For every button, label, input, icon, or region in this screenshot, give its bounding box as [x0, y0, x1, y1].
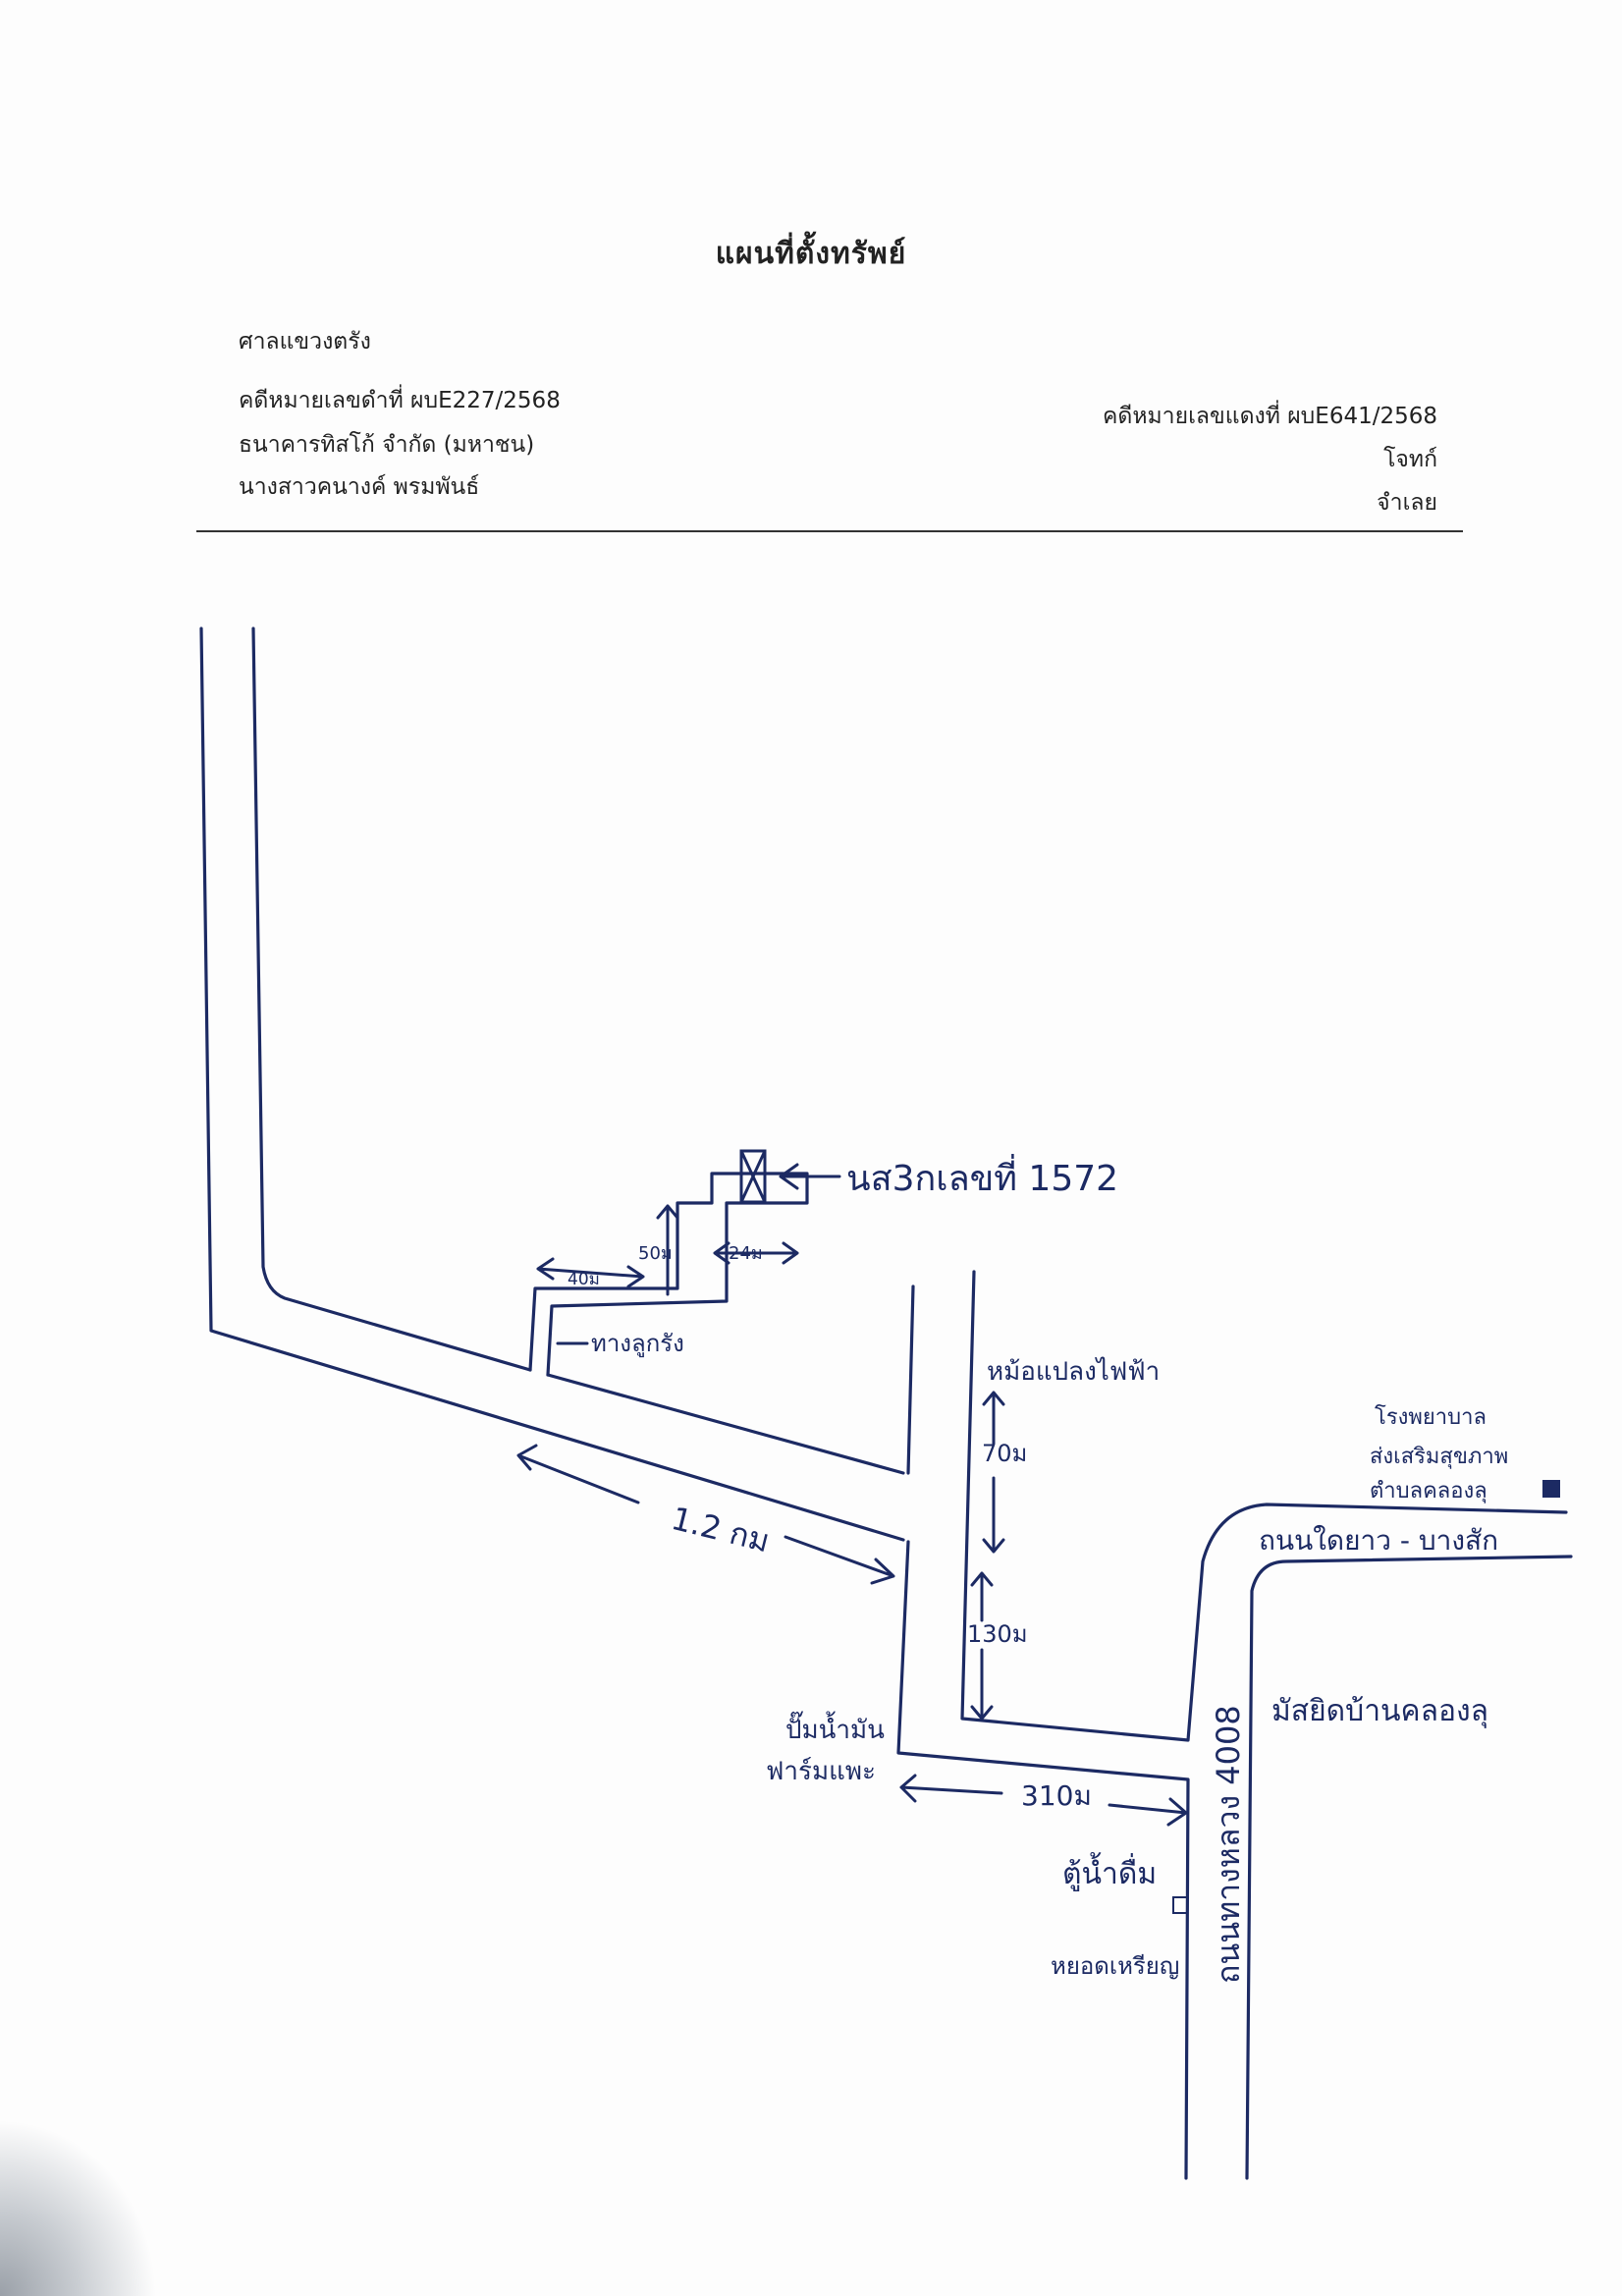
gravel-road-edge: [546, 1373, 905, 1475]
label-hospital-3: ตำบลคลองลุ: [1370, 1479, 1487, 1503]
water-kiosk-icon: [1172, 1896, 1188, 1914]
highway-east-edge: [1245, 1555, 1573, 2180]
document-title: แผนที่ตั้งทรัพย์: [715, 237, 907, 271]
label-highway: ถนนทางหลวง 4008: [1210, 1705, 1247, 1984]
property-label: นส3กเลขที่ 1572: [846, 1154, 1118, 1199]
label-mosque: มัสยิดบ้านคลองลุ: [1271, 1694, 1488, 1729]
label-40m: 40ม: [568, 1270, 600, 1289]
arrow-1-2km-right: [784, 1535, 895, 1585]
arrow-1-2km-left: [516, 1444, 640, 1504]
arrow-310m-left: [899, 1774, 1003, 1803]
label-130m: 130ม: [967, 1620, 1028, 1648]
label-hospital-1: โรงพยาบาล: [1375, 1404, 1487, 1430]
arrow-24m: [713, 1241, 799, 1265]
arrow-70m-up: [982, 1391, 1005, 1446]
label-gas-station: ปั๊มน้ำมัน: [785, 1711, 885, 1745]
defendant-name: นางสาวคนางค์ พรมพันธ์: [239, 474, 480, 500]
arrow-40m: [536, 1257, 645, 1288]
label-gas-station-2: ฟาร์มแพะ: [766, 1757, 876, 1786]
arrow-50m: [656, 1204, 679, 1296]
label-road-east: ถนนใดยาว - บางสัก: [1259, 1524, 1498, 1557]
label-water-kiosk-2: หยอดเหรียญ: [1051, 1952, 1179, 1980]
arrow-70m-down: [982, 1476, 1005, 1554]
plaintiff-role: โจทก์: [1383, 447, 1437, 472]
arrow-130m-down: [970, 1648, 994, 1721]
label-1-2km: 1.2 กม: [668, 1500, 774, 1559]
scan-shadow: [0, 2119, 157, 2296]
black-case-number: คดีหมายเลขดำที่ ผบE227/2568: [239, 388, 561, 413]
label-70m: 70ม: [982, 1440, 1027, 1467]
center-road-lower: [896, 1540, 1190, 2180]
center-road-left: [906, 1285, 915, 1475]
label-gravel-road: ทางลูกรัง: [591, 1330, 684, 1358]
x-box-icon: [739, 1149, 767, 1204]
label-50m: 50ม: [638, 1243, 673, 1264]
left-road-outer: [199, 627, 905, 1542]
arrow-130m-up: [970, 1571, 994, 1622]
defendant-role: จำเลย: [1377, 490, 1437, 516]
label-transformer: หม้อแปลงไฟฟ้า: [987, 1356, 1160, 1387]
red-case-number: คดีหมายเลขแดงที่ ผบE641/2568: [1103, 404, 1437, 429]
label-hospital-2: ส่งเสริมสุขภาพ: [1370, 1445, 1508, 1469]
plaintiff-name: ธนาคารทิสโก้ จำกัด (มหาชน): [239, 432, 535, 458]
arrow-property: [779, 1163, 841, 1190]
court-name: ศาลแขวงตรัง: [239, 329, 371, 355]
center-road-right: [960, 1270, 1568, 1742]
access-path-left: [528, 1172, 809, 1377]
label-24m: 24ม: [729, 1243, 763, 1264]
label-310m: 310ม: [1021, 1779, 1092, 1812]
left-road-inner: [251, 627, 532, 1372]
arrow-310m-right: [1108, 1797, 1188, 1827]
hospital-icon: [1542, 1480, 1560, 1498]
label-water-kiosk: ตู้น้ำดื่ม: [1062, 1852, 1157, 1891]
header-divider: [196, 530, 1463, 532]
